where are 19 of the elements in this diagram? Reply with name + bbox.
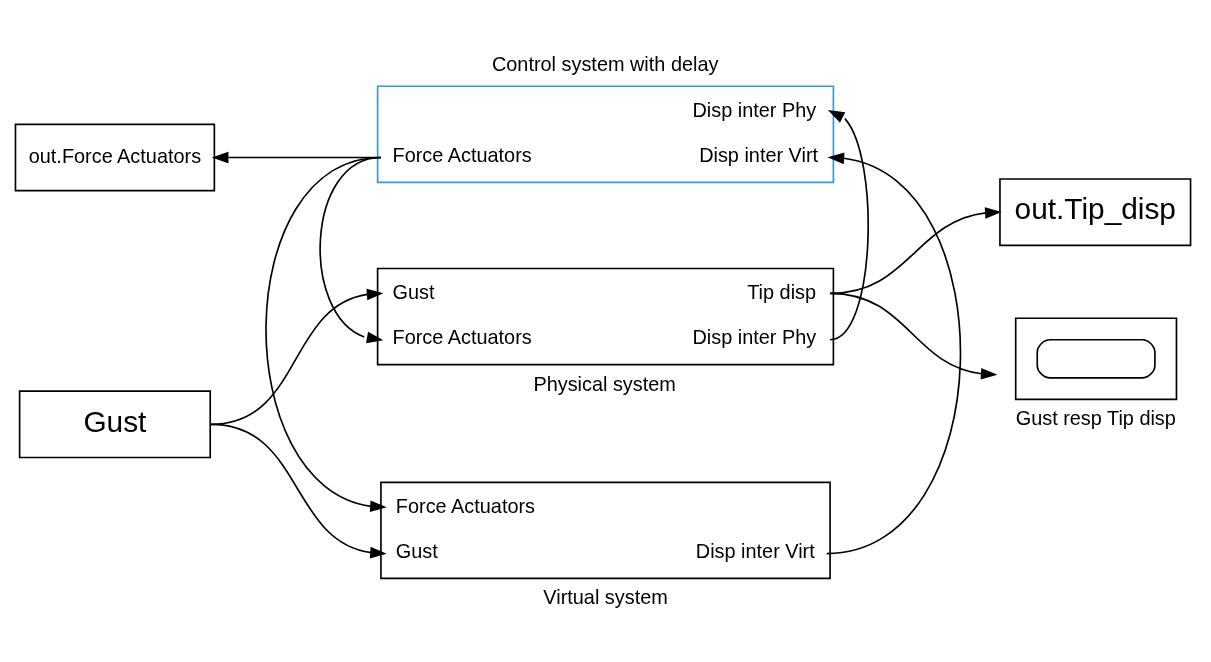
arrow xyxy=(827,109,869,341)
arrow xyxy=(829,206,1002,294)
arrow xyxy=(210,423,387,558)
arrow xyxy=(210,288,384,425)
arrow xyxy=(319,156,384,343)
node-box: Force Actuators Gust Disp inter Virt xyxy=(380,481,831,579)
arrow xyxy=(825,152,962,554)
node-label: Virtual system xyxy=(543,585,668,608)
node-box: out.Tip_disp xyxy=(999,177,1192,246)
node-box: Gust xyxy=(18,389,212,458)
node-label: Control system with delay xyxy=(491,52,719,75)
node-box: out.Force Actuators xyxy=(14,123,216,191)
node-label: Gust resp Tip disp xyxy=(1015,406,1176,429)
node-box: Gust Tip disp Force Actuators Disp inter Phy xyxy=(376,267,835,365)
arrow xyxy=(265,156,387,512)
arrow xyxy=(829,292,998,380)
node-box: Disp inter Phy Force Actuators Disp inter Virt xyxy=(376,84,835,183)
node-label: Physical system xyxy=(533,372,676,394)
node-box xyxy=(1014,316,1178,400)
